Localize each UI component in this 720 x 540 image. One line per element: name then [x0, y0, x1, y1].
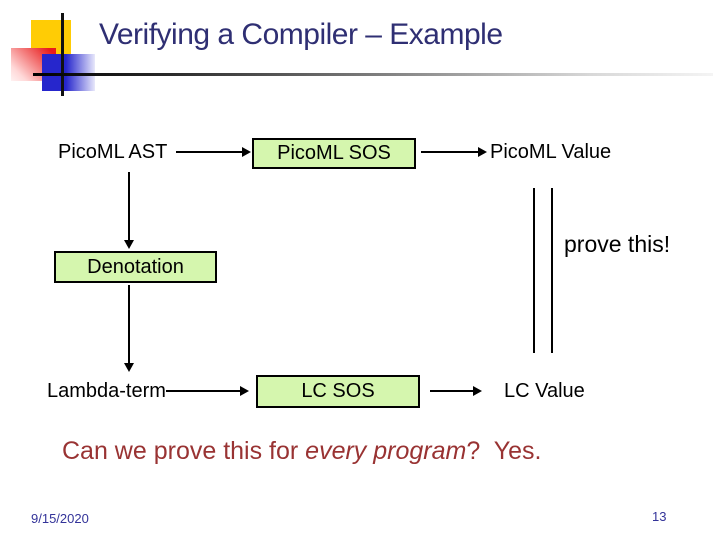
- arrow-denotation-to-lambda-head: [124, 363, 134, 372]
- node-denotation-box: Denotation: [54, 251, 217, 283]
- arrow-lcsos-to-lcvalue-line: [430, 390, 474, 392]
- arrow-ast-to-denotation-line: [128, 172, 130, 240]
- node-picoml-value: PicoML Value: [490, 141, 612, 163]
- node-lambda-term: Lambda-term: [47, 380, 166, 402]
- accent-vertical-line: [61, 13, 64, 96]
- equivalence-line-right: [551, 188, 553, 353]
- arrow-lcsos-to-lcvalue-head: [473, 386, 482, 396]
- equivalence-line-left: [533, 188, 535, 353]
- slide-number: 13: [652, 509, 667, 524]
- title-underline: [33, 73, 713, 76]
- node-lc-sos-box: LC SOS: [256, 375, 420, 408]
- arrow-sos-to-value-head: [478, 147, 487, 157]
- conclusion-sentence: Can we prove this for every program? Yes…: [62, 437, 541, 466]
- arrow-ast-to-sos-line: [176, 151, 243, 153]
- footer-date: 9/15/2020: [31, 511, 89, 526]
- node-lc-value: LC Value: [504, 380, 585, 402]
- conclusion-prefix: Can we prove this for: [62, 437, 306, 465]
- arrow-ast-to-sos-head: [242, 147, 251, 157]
- node-picoml-sos-box: PicoML SOS: [252, 138, 416, 169]
- conclusion-suffix: ? Yes.: [466, 437, 542, 465]
- slide-title: Verifying a Compiler – Example: [99, 18, 503, 51]
- arrow-lambda-to-lcsos-line: [166, 390, 241, 392]
- node-picoml-ast: PicoML AST: [58, 141, 168, 163]
- arrow-ast-to-denotation-head: [124, 240, 134, 249]
- accent-blue-square: [42, 54, 95, 91]
- arrow-sos-to-value-line: [421, 151, 479, 153]
- arrow-lambda-to-lcsos-head: [240, 386, 249, 396]
- conclusion-emphasis: every program: [305, 437, 467, 465]
- prove-this-annotation: prove this!: [564, 231, 671, 257]
- arrow-denotation-to-lambda-line: [128, 285, 130, 363]
